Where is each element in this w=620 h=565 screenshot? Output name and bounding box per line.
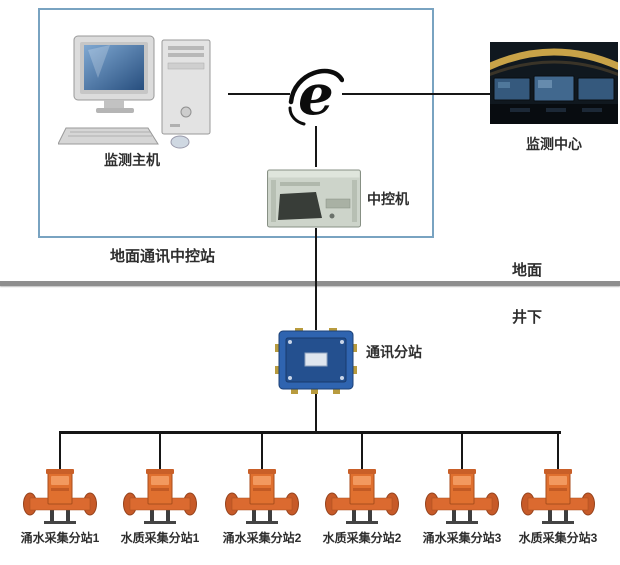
flow-meter-icon	[521, 468, 595, 525]
flow-meter-icon	[123, 468, 197, 525]
internet-e-logo-icon: e	[288, 62, 344, 128]
connector-internet-center	[342, 93, 490, 95]
ground-station-label: 地面通讯中控站	[110, 248, 216, 265]
drop-line-1	[59, 433, 61, 469]
junction-box-icon	[275, 328, 357, 394]
device-label: 涌水采集分站2	[222, 531, 302, 545]
device-label: 水质采集分站1	[120, 531, 200, 545]
monitor-host-label: 监测主机	[104, 152, 160, 168]
flow-meter-icon	[23, 468, 97, 525]
device-label: 水质采集分站2	[322, 531, 402, 545]
flow-meter-icon	[225, 468, 299, 525]
drop-line-3	[261, 433, 263, 469]
ground-label: 地面	[512, 262, 543, 279]
drop-line-5	[461, 433, 463, 469]
rack-computer-icon	[267, 169, 361, 228]
device-label: 涌水采集分站1	[20, 531, 100, 545]
underground-label: 井下	[512, 309, 543, 326]
connector-computer-internet	[228, 93, 290, 95]
ground-station-box	[38, 8, 434, 238]
comm-substation-label: 通讯分站	[366, 344, 422, 360]
device-label: 涌水采集分站3	[422, 531, 502, 545]
monitor-center-label: 监测中心	[526, 136, 582, 152]
connector-internet-rack	[315, 126, 317, 167]
central-control-label: 中控机	[367, 191, 409, 207]
device-label: 水质采集分站3	[518, 531, 598, 545]
bus-line	[59, 431, 561, 434]
drop-line-4	[361, 433, 363, 469]
surface-divider	[0, 281, 620, 286]
connector-rack-junction	[315, 228, 317, 330]
monitoring-room-image	[490, 42, 618, 124]
drop-line-6	[557, 433, 559, 469]
connector-junction-bus	[315, 393, 317, 433]
desktop-computer-icon	[58, 35, 211, 149]
drop-line-2	[159, 433, 161, 469]
flow-meter-icon	[425, 468, 499, 525]
flow-meter-icon	[325, 468, 399, 525]
